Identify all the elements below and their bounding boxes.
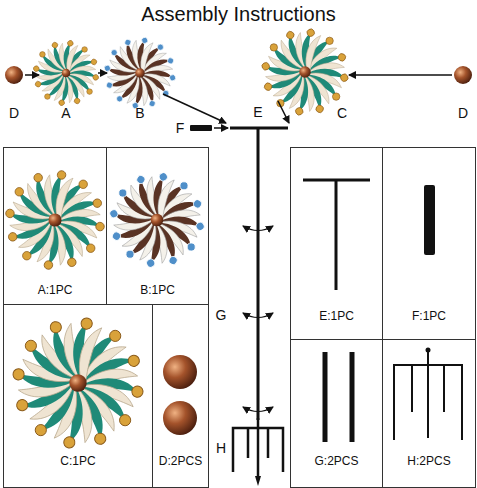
pinwheel-c <box>8 313 147 452</box>
pinwheel-a <box>2 167 108 273</box>
part-cell: C:1PC <box>3 304 153 488</box>
part-letter: D <box>458 105 468 121</box>
part-letter: B <box>135 105 144 121</box>
rotation-arrows <box>243 226 273 412</box>
copper-ball <box>163 355 197 389</box>
stake-pole <box>230 128 288 420</box>
part-cell: H:2PCS <box>382 339 476 488</box>
pole-rods <box>325 352 352 442</box>
part-count: D:2PCS <box>153 455 208 469</box>
part-cell: F:1PC <box>382 147 476 340</box>
fork-cap <box>426 348 431 353</box>
assembly-arrows <box>25 73 452 128</box>
part-count: C:1PC <box>4 455 152 469</box>
part-cell: A:1PC <box>3 147 107 305</box>
connector-sleeve <box>424 185 435 255</box>
part-letter: A <box>61 105 70 121</box>
ground-fork <box>233 418 283 478</box>
part-letter: C <box>337 105 347 121</box>
part-letter: F <box>176 120 185 136</box>
copper-ball <box>163 401 197 435</box>
part-cell: G:2PCS <box>290 339 383 488</box>
part-count: A:1PC <box>4 284 106 298</box>
part-letter: D <box>9 105 19 121</box>
part-cell: B:1PC <box>106 147 209 305</box>
ground-fork <box>394 350 462 440</box>
part-cell: E:1PC <box>290 147 383 340</box>
part-letter: E <box>253 104 262 120</box>
part-cell: D:2PCS <box>152 304 209 488</box>
part-letter: H <box>216 440 226 456</box>
pinwheel-c <box>259 26 351 118</box>
pinwheel-b <box>102 35 178 111</box>
connector-sleeve <box>190 125 212 131</box>
part-count: E:1PC <box>291 310 382 324</box>
part-count: B:1PC <box>107 284 208 298</box>
part-count: G:2PCS <box>291 455 382 469</box>
part-letter: G <box>216 307 227 323</box>
copper-ball <box>454 66 472 84</box>
pinwheel-a <box>31 38 101 108</box>
title: Assembly Instructions <box>141 3 336 26</box>
t-stake <box>303 180 370 290</box>
part-count: F:1PC <box>383 310 475 324</box>
pinwheel-b <box>106 169 207 270</box>
fork-tip <box>255 476 261 486</box>
copper-ball <box>5 66 23 84</box>
part-count: H:2PCS <box>383 455 475 469</box>
